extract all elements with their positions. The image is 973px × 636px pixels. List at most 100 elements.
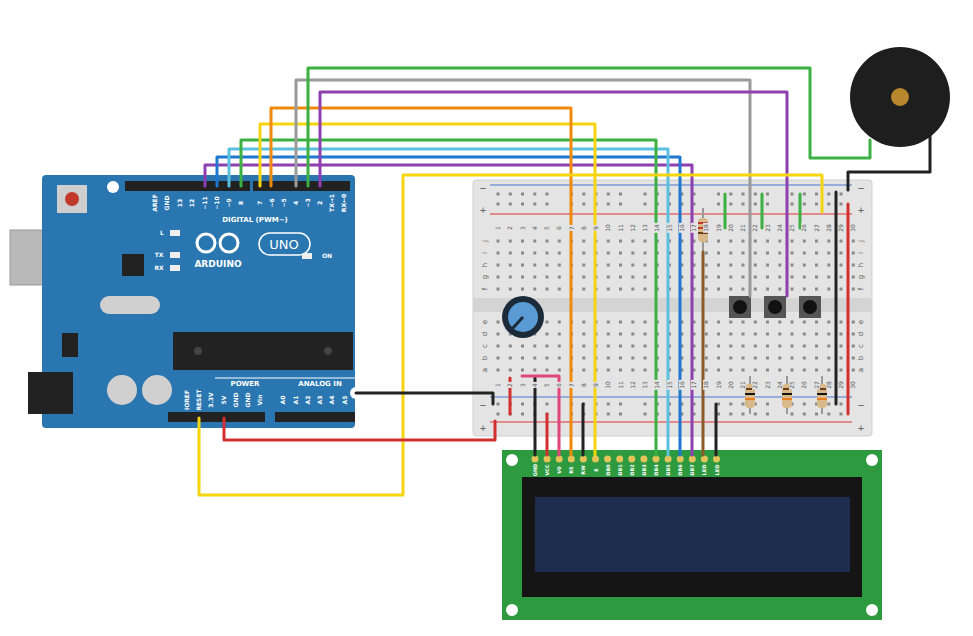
breadboard-hole	[791, 333, 794, 336]
breadboard-hole	[766, 276, 769, 279]
breadboard-hole	[619, 288, 622, 291]
breadboard-hole	[619, 369, 622, 372]
push-button	[729, 296, 751, 318]
column-number: 16	[679, 380, 685, 390]
breadboard-hole	[778, 288, 781, 291]
column-number: 4	[532, 225, 538, 231]
column-number: 30	[850, 223, 856, 233]
column-number: 20	[728, 380, 734, 390]
breadboard-hole	[840, 203, 843, 206]
breadboard-hole	[815, 357, 818, 360]
breadboard-hole	[815, 413, 818, 416]
column-number: 10	[605, 380, 611, 390]
breadboard-hole	[558, 252, 561, 255]
breadboard-hole	[803, 203, 806, 206]
column-number: 23	[765, 380, 771, 390]
resistor-band	[817, 398, 827, 400]
breadboard-hole	[619, 264, 622, 267]
column-number: 26	[801, 380, 807, 390]
breadboard-hole	[521, 193, 524, 196]
capacitor	[107, 375, 137, 405]
column-number: 11	[618, 223, 624, 233]
breadboard-hole	[607, 252, 610, 255]
breadboard-hole	[631, 345, 634, 348]
column-number: 18	[703, 380, 709, 390]
breadboard-hole	[778, 369, 781, 372]
breadboard-hole	[631, 264, 634, 267]
row-letter: c	[482, 343, 489, 349]
breadboard-hole	[729, 288, 732, 291]
breadboard-hole	[815, 240, 818, 243]
column-number: 19	[716, 223, 722, 233]
breadboard-hole	[803, 357, 806, 360]
breadboard-hole	[754, 321, 757, 324]
column-number: 30	[850, 380, 856, 390]
resistor-band	[817, 393, 827, 395]
resistor-band	[782, 393, 792, 395]
breadboard-hole	[827, 369, 830, 372]
breadboard-hole	[742, 264, 745, 267]
breadboard-hole	[509, 276, 512, 279]
breadboard-hole	[509, 345, 512, 348]
breadboard-hole	[533, 288, 536, 291]
breadboard-hole	[717, 321, 720, 324]
breadboard-hole	[705, 288, 708, 291]
breadboard-hole	[521, 276, 524, 279]
rail-sign: −	[856, 184, 866, 193]
breadboard-hole	[509, 203, 512, 206]
breadboard-hole	[742, 403, 745, 406]
breadboard-hole	[729, 357, 732, 360]
breadboard-hole	[631, 276, 634, 279]
pin-label: GND	[233, 393, 239, 408]
breadboard-hole	[852, 345, 855, 348]
breadboard-hole	[509, 357, 512, 360]
breadboard-hole	[717, 369, 720, 372]
breadboard-hole	[815, 276, 818, 279]
pin-label: DB4	[654, 464, 659, 475]
breadboard-hole	[766, 240, 769, 243]
breadboard-hole	[607, 288, 610, 291]
wire	[229, 149, 668, 455]
breadboard-hole	[497, 321, 500, 324]
column-number: 5	[544, 225, 550, 231]
column-number: 15	[667, 223, 673, 233]
breadboard-hole	[582, 288, 585, 291]
breadboard-hole	[717, 203, 720, 206]
header-label: ANALOG IN	[298, 381, 342, 388]
breadboard-hole	[815, 264, 818, 267]
breadboard-hole	[619, 403, 622, 406]
breadboard-hole	[840, 288, 843, 291]
breadboard-hole	[852, 333, 855, 336]
breadboard-hole	[619, 203, 622, 206]
breadboard-hole	[582, 369, 585, 372]
pin-label: RESET	[196, 389, 202, 410]
breadboard-hole	[827, 203, 830, 206]
row-letter: e	[482, 319, 489, 325]
row-letter: f	[482, 287, 489, 291]
breadboard-hole	[582, 240, 585, 243]
rail-line	[490, 422, 852, 423]
column-number: 5	[544, 382, 550, 388]
breadboard-hole	[546, 345, 549, 348]
column-number: 9	[593, 225, 599, 231]
column-number: 2	[507, 382, 513, 388]
pin-label: 3.3V	[208, 392, 214, 407]
column-number: 22	[752, 380, 758, 390]
wire	[205, 165, 692, 455]
potentiometer	[502, 296, 544, 338]
push-button-cap	[733, 300, 747, 314]
wires	[199, 68, 930, 495]
column-number: 10	[605, 223, 611, 233]
mounting-hole	[866, 454, 878, 466]
breadboard-hole	[852, 252, 855, 255]
row-letter: j	[482, 239, 489, 243]
breadboard-hole	[827, 357, 830, 360]
pin-label: ~6	[269, 198, 275, 207]
crystal	[100, 296, 160, 314]
pin-label: GND	[245, 393, 251, 408]
pin-label: GND	[164, 196, 170, 211]
breadboard-hole	[521, 264, 524, 267]
breadboard-hole	[644, 403, 647, 406]
rail-sign: +	[856, 206, 866, 215]
pin-label: DB3	[641, 464, 646, 475]
